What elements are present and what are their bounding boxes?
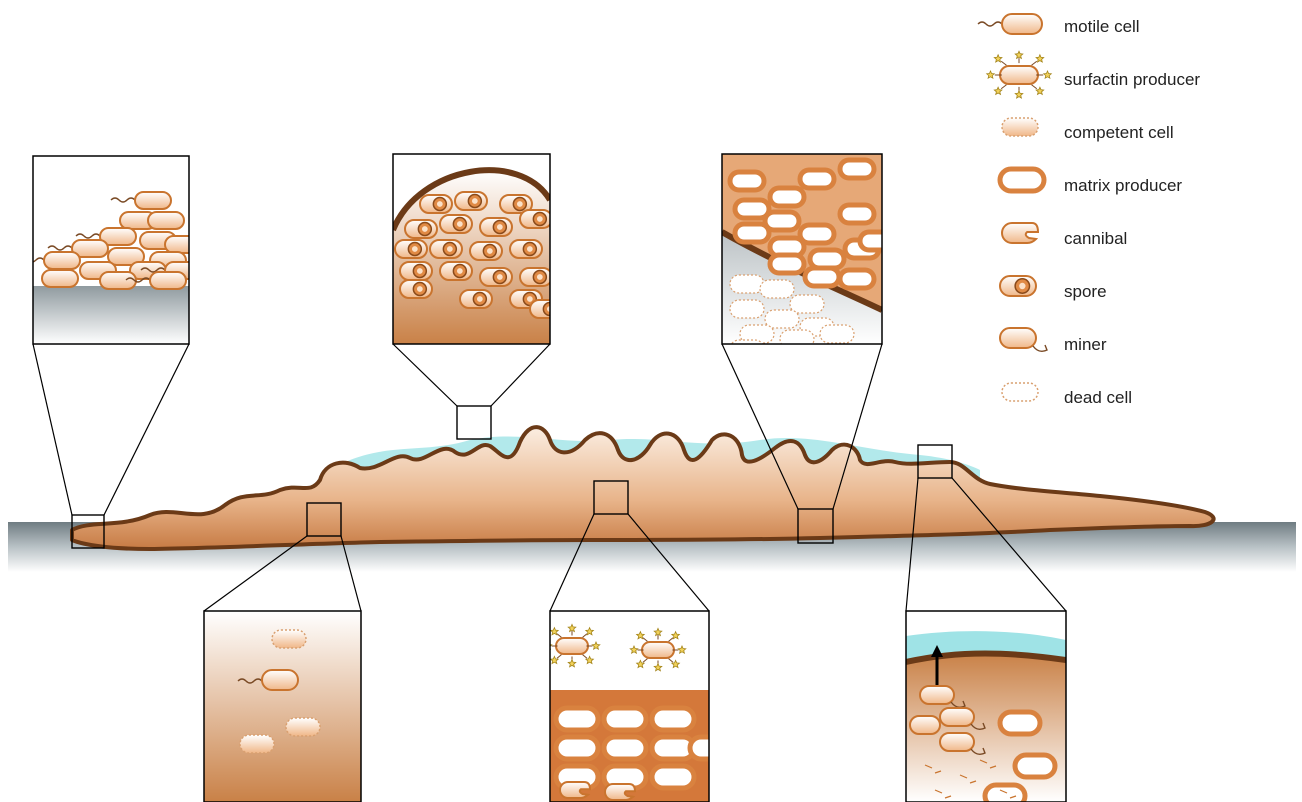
legend-item-motile: motile cell xyxy=(960,7,1290,47)
legend-item-miner: miner xyxy=(960,325,1290,365)
inset-fruiting-body xyxy=(393,154,562,344)
inset-colony-edge xyxy=(20,156,201,344)
legend-label-spore: spore xyxy=(1064,282,1107,302)
inset-matrix-layer xyxy=(722,154,894,358)
legend-item-competent: competent cell xyxy=(960,113,1290,153)
legend-label-competent: competent cell xyxy=(1064,123,1174,143)
legend-item-cannibal: cannibal xyxy=(960,219,1290,259)
inset-center xyxy=(544,611,732,802)
legend-label-cannibal: cannibal xyxy=(1064,229,1127,249)
inset-lower-left xyxy=(204,611,361,802)
legend-item-matrix: matrix producer xyxy=(960,166,1290,206)
legend-label-matrix: matrix producer xyxy=(1064,176,1182,196)
legend-item-dead: dead cell xyxy=(960,378,1290,418)
legend-label-dead: dead cell xyxy=(1064,388,1132,408)
inset-right-edge xyxy=(906,611,1066,802)
legend-label-surfactin: surfactin producer xyxy=(1064,70,1200,90)
legend-label-miner: miner xyxy=(1064,335,1107,355)
legend-label-motile: motile cell xyxy=(1064,17,1140,37)
legend-item-surfactin: surfactin producer xyxy=(960,60,1290,100)
legend-item-spore: spore xyxy=(960,272,1290,312)
